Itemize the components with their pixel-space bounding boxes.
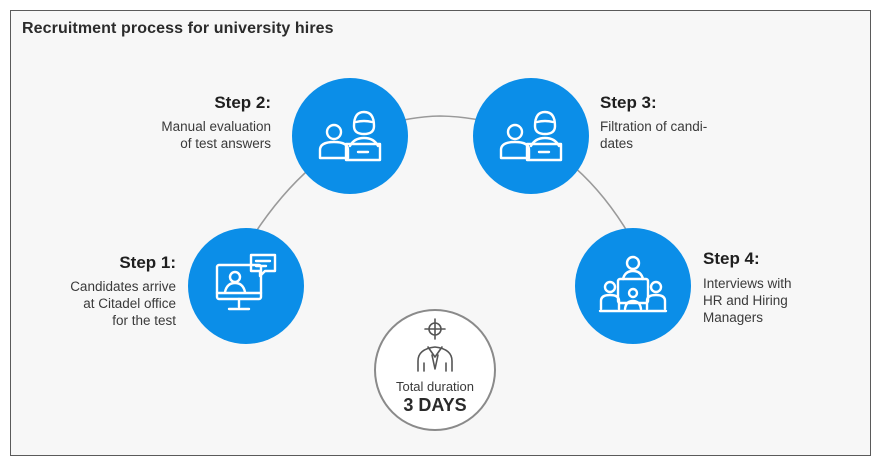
step-1-heading: Step 1: xyxy=(119,253,176,272)
step-3-line: dates xyxy=(600,136,634,151)
step-1-line: at Citadel office xyxy=(83,296,176,311)
total-duration-value: 3 DAYS xyxy=(403,395,467,415)
step-2-line: Manual evaluation xyxy=(161,119,271,134)
total-duration-badge: Total duration 3 DAYS xyxy=(374,309,496,431)
step-4-line: Managers xyxy=(703,310,764,325)
step-2-circle xyxy=(292,78,408,194)
step-3-description: Filtration of candi- dates xyxy=(600,118,707,152)
step-3-heading: Step 3: xyxy=(600,93,657,112)
step-3-circle xyxy=(473,78,589,194)
step-4-heading: Step 4: xyxy=(703,249,760,268)
step-1-line: Candidates arrive xyxy=(70,279,176,294)
step-4-description: Interviews with HR and Hiring Managers xyxy=(703,275,792,326)
step-3-line: Filtration of candi- xyxy=(600,119,708,134)
target-person-icon xyxy=(417,318,453,372)
interview-panel-icon xyxy=(598,255,668,313)
step-1-line: for the test xyxy=(112,313,176,328)
step-4-circle xyxy=(575,228,691,344)
evaluators-desk-icon xyxy=(318,110,382,162)
step-1-circle xyxy=(188,228,304,344)
step-2-heading: Step 2: xyxy=(214,93,271,112)
presenter-monitor-icon xyxy=(215,253,277,311)
step-4-line: HR and Hiring xyxy=(703,293,788,308)
diagram-title: Recruitment process for university hires xyxy=(22,20,334,37)
step-1-description: Candidates arrive at Citadel office for … xyxy=(70,278,176,329)
step-4-line: Interviews with xyxy=(703,276,792,291)
total-duration-label: Total duration xyxy=(395,379,475,394)
step-2-line: of test answers xyxy=(180,136,271,151)
step-2-description: Manual evaluation of test answers xyxy=(161,118,271,152)
filtration-desk-icon xyxy=(499,110,563,162)
